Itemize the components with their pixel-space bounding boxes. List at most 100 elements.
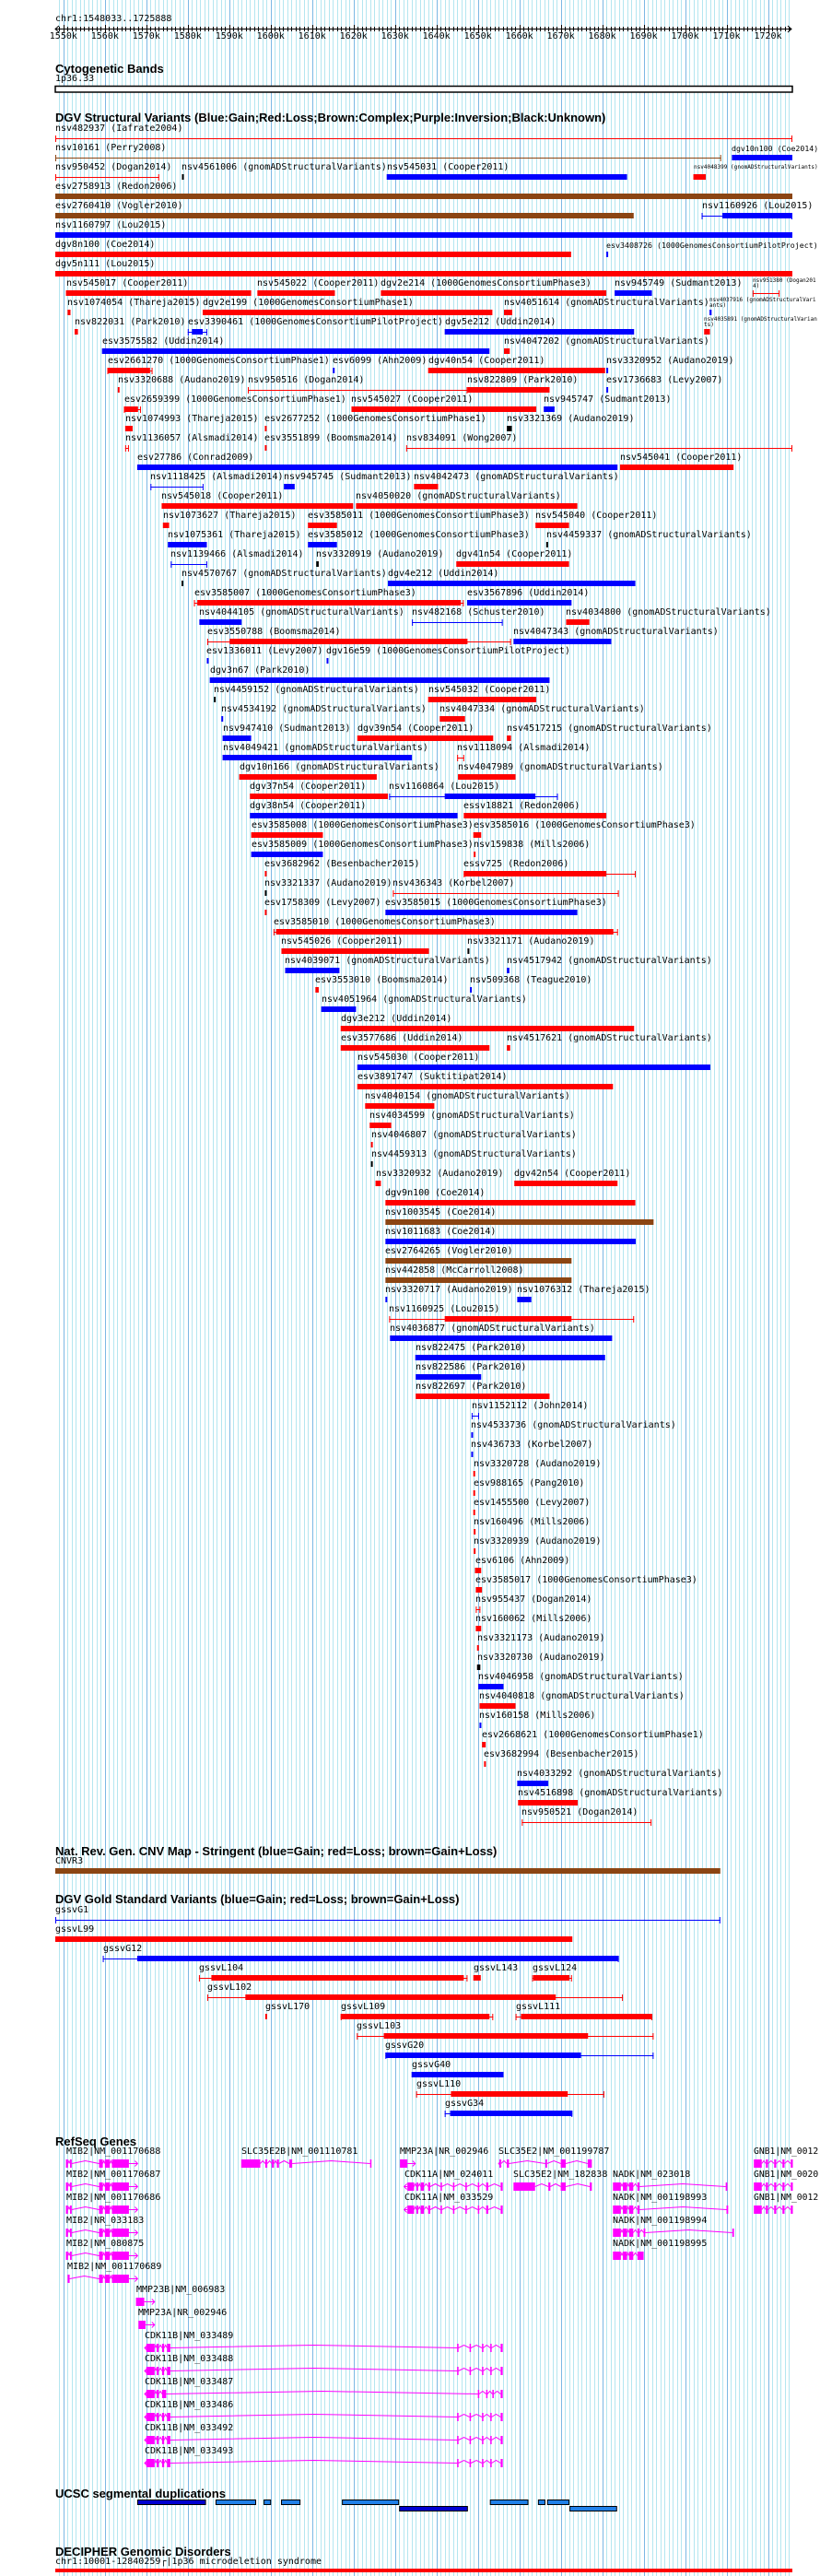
- dgv-feature-gain[interactable]: [284, 484, 295, 489]
- dgv-feature-loss[interactable]: [74, 329, 78, 335]
- gene-exon[interactable]: [111, 2275, 129, 2283]
- gene-exon[interactable]: [482, 2436, 484, 2444]
- gold-feature-gain[interactable]: [450, 2111, 573, 2116]
- dgv-feature-gain[interactable]: [478, 1684, 504, 1689]
- gene-exon[interactable]: [754, 2159, 762, 2168]
- dgv-feature-label[interactable]: nsv4051614 (gnomADStructuralVariants): [504, 298, 709, 308]
- dgv-feature-loss[interactable]: [439, 716, 465, 722]
- dgv-feature-gain[interactable]: [444, 794, 536, 799]
- gene-exon[interactable]: [65, 2252, 68, 2260]
- gene-exon[interactable]: [288, 2159, 293, 2168]
- dgv-feature-loss[interactable]: [385, 1200, 636, 1206]
- dgv-feature-unknown[interactable]: [214, 697, 217, 702]
- gene-exon[interactable]: [111, 2159, 129, 2168]
- dgv-feature-loss[interactable]: [463, 813, 607, 818]
- gene-label[interactable]: GNB1|NM_0020: [754, 2170, 819, 2180]
- dgv-feature-label[interactable]: dgv16e59 (1000GenomesConsortiumPilotProj…: [326, 646, 570, 656]
- gene-exon[interactable]: [416, 2205, 418, 2214]
- gene-label[interactable]: CDK11B|NM_033488: [145, 2354, 234, 2364]
- gene-exon[interactable]: [104, 2205, 111, 2214]
- gene-exon[interactable]: [628, 2252, 634, 2260]
- dgv-feature-label[interactable]: nsv950452 (Dogan2014): [55, 162, 172, 172]
- dgv-feature-gain[interactable]: [333, 368, 335, 373]
- gold-feature-label[interactable]: gssvG1: [55, 1905, 89, 1915]
- dgv-feature-loss[interactable]: [340, 1045, 490, 1051]
- gene-exon[interactable]: [500, 2436, 503, 2444]
- dgv-feature-loss[interactable]: [275, 929, 614, 935]
- gene-exon[interactable]: [623, 2229, 627, 2237]
- dgv-feature-loss[interactable]: [475, 1587, 483, 1593]
- dgv-feature-label[interactable]: esv3585012 (1000GenomesConsortiumPhase3): [308, 530, 530, 540]
- gene-exon[interactable]: [65, 2182, 68, 2191]
- dgv-feature-loss[interactable]: [123, 406, 138, 412]
- dgv-feature-label[interactable]: esv2668621 (1000GenomesConsortiumPhase1): [482, 1730, 704, 1740]
- gene-exon[interactable]: [111, 2182, 129, 2191]
- dgv-feature-loss[interactable]: [369, 1123, 392, 1128]
- dgv-feature-gain[interactable]: [250, 813, 458, 818]
- dgv-feature-label[interactable]: nsv3321171 (Audano2019): [467, 936, 595, 947]
- dgv-feature-label[interactable]: essv18821 (Redon2006): [463, 801, 580, 811]
- dgv-feature-label[interactable]: nsv545026 (Cooper2011): [281, 936, 404, 947]
- dgv-feature-gain[interactable]: [321, 1006, 357, 1012]
- dgv-feature-gain[interactable]: [544, 406, 555, 412]
- dgv-feature-label[interactable]: nsv3320728 (Audano2019): [474, 1459, 602, 1469]
- gold-feature-label[interactable]: gssvL99: [55, 1924, 95, 1935]
- gene-exon[interactable]: [637, 2229, 640, 2237]
- gene-exon[interactable]: [548, 2182, 551, 2191]
- dgv-feature-label[interactable]: nsv482937 (Iafrate2004): [55, 124, 183, 134]
- dgv-feature-label[interactable]: nsv159838 (Mills2006): [474, 840, 591, 850]
- dgv-feature-label[interactable]: esv3682962 (Besenbacher2015): [264, 859, 420, 869]
- dgv-feature-loss[interactable]: [264, 910, 267, 915]
- dgv-feature-loss[interactable]: [281, 948, 429, 954]
- dgv-feature-label[interactable]: esv2659399 (1000GenomesConsortiumPhase1): [124, 394, 346, 405]
- dgv-feature-gain[interactable]: [136, 465, 618, 470]
- gene-exon[interactable]: [70, 2159, 72, 2168]
- dgv-feature-label[interactable]: esv1455500 (Levy2007): [474, 1498, 591, 1508]
- dgv-feature-loss[interactable]: [414, 484, 439, 489]
- dgv-feature-label[interactable]: nsv1073627 (Thareja2015): [163, 511, 297, 521]
- gene-exon[interactable]: [500, 2344, 503, 2352]
- dgv-feature-gain[interactable]: [471, 1452, 474, 1457]
- dgv-feature-loss[interactable]: [264, 871, 267, 876]
- dgv-feature-label[interactable]: nsv4037916 (gnomADStructuralVariants): [709, 297, 816, 309]
- dgv-feature-loss[interactable]: [693, 174, 707, 180]
- dgv-feature-loss[interactable]: [55, 252, 571, 257]
- dgv-feature-label[interactable]: nsv1136057 (Alsmadi2014): [125, 433, 259, 443]
- gene-exon[interactable]: [65, 2229, 68, 2237]
- dgv-feature-label[interactable]: dgv39n54 (Cooper2011): [357, 723, 474, 734]
- gene-exon[interactable]: [482, 2459, 484, 2467]
- dgv-feature-gain[interactable]: [385, 910, 578, 915]
- gene-exon[interactable]: [560, 2159, 567, 2168]
- gene-exon[interactable]: [146, 2459, 155, 2467]
- gene-exon[interactable]: [791, 2205, 793, 2214]
- dgv-feature-loss[interactable]: [197, 600, 462, 606]
- gene-exon[interactable]: [490, 2344, 492, 2352]
- gene-exon[interactable]: [791, 2159, 793, 2168]
- gene-exon[interactable]: [492, 2390, 494, 2398]
- dgv-feature-loss[interactable]: [474, 1529, 476, 1535]
- dgv-feature-label[interactable]: nsv3320939 (Audano2019): [474, 1536, 602, 1547]
- gene-exon[interactable]: [754, 2182, 762, 2191]
- gene-exon[interactable]: [138, 2321, 146, 2329]
- gene-label[interactable]: GNB1|NM_0012: [754, 2147, 819, 2157]
- dgv-feature-label[interactable]: esv2758913 (Redon2006): [55, 182, 178, 192]
- gene-exon[interactable]: [440, 2182, 442, 2191]
- dgv-feature-label[interactable]: nsv822586 (Park2010): [416, 1362, 527, 1372]
- dgv-feature-label[interactable]: dgv42n54 (Cooper2011): [514, 1169, 631, 1179]
- dgv-feature-loss[interactable]: [473, 1471, 475, 1476]
- dgv-feature-label[interactable]: esv27786 (Conrad2009): [137, 453, 254, 463]
- dgv-feature-label[interactable]: nsv4046807 (gnomADStructuralVariants): [371, 1130, 577, 1140]
- gene-exon[interactable]: [104, 2229, 111, 2237]
- dgv-feature-label[interactable]: nsv545022 (Cooper2011): [257, 278, 380, 288]
- gene-exon[interactable]: [146, 2390, 155, 2398]
- gene-exon[interactable]: [469, 2344, 472, 2352]
- dgv-feature-loss[interactable]: [474, 1548, 476, 1554]
- dgv-feature-label[interactable]: nsv1003545 (Coe2014): [385, 1207, 497, 1217]
- dgv-feature-label[interactable]: nsv10161 (Perry2008): [55, 143, 167, 153]
- gene-exon[interactable]: [407, 2205, 415, 2214]
- dgv-feature-label[interactable]: nsv3321337 (Audano2019): [264, 878, 392, 888]
- dgv-feature-unknown[interactable]: [507, 426, 512, 431]
- dgv-feature-label[interactable]: nsv1152112 (John2014): [472, 1401, 589, 1411]
- dgv-feature-loss[interactable]: [264, 445, 267, 451]
- dgv-feature-label[interactable]: nsv4534192 (gnomADStructuralVariants): [221, 704, 427, 714]
